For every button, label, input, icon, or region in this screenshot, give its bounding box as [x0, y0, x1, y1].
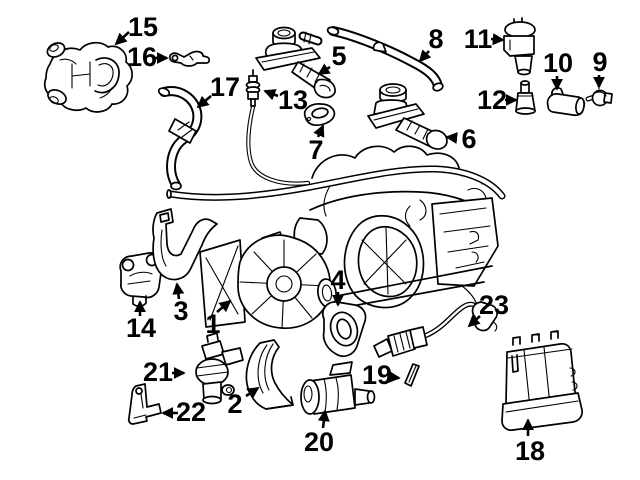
- vent-valve-21: [195, 332, 244, 405]
- callout-label-22: 22: [176, 397, 206, 427]
- callout-arrow-15: [114, 31, 130, 46]
- callout-label-13: 13: [278, 85, 308, 115]
- callout-arrow-23: [467, 314, 481, 328]
- callout-label-6: 6: [461, 124, 476, 154]
- bracket-2: [245, 339, 294, 410]
- secondary-air-pump-1: [199, 231, 337, 329]
- callout-arrow-8: [418, 49, 432, 63]
- callout-label-17: 17: [210, 72, 240, 102]
- damper-4: [322, 301, 367, 357]
- cap-fitting-12: [515, 80, 536, 115]
- vapor-canister-18: [501, 330, 583, 431]
- check-valve-9: [585, 85, 613, 107]
- air-check-valve-6: [367, 83, 448, 150]
- callout-arrow-6: [445, 132, 458, 144]
- crossover-pipe: [166, 165, 506, 201]
- callout-arrow-7: [313, 124, 325, 138]
- bracket-3: [152, 208, 218, 281]
- callout-arrow-2: [245, 386, 260, 399]
- retainer-clip-16: [169, 50, 211, 67]
- vacuum-fitting-13: [245, 69, 261, 107]
- callout-arrow-19: [388, 371, 401, 383]
- gasket-7: [303, 103, 336, 126]
- callout-arrow-1: [216, 299, 232, 313]
- callout-label-9: 9: [592, 47, 607, 77]
- callout-arrows: [114, 31, 605, 436]
- air-hose-8: [326, 26, 444, 92]
- callout-label-20: 20: [304, 427, 334, 457]
- callout-label-18: 18: [515, 436, 545, 466]
- callout-arrow-17: [196, 95, 212, 109]
- air-pump-15: [43, 41, 133, 113]
- callout-arrow-13: [263, 89, 279, 101]
- callout-label-15: 15: [128, 12, 158, 42]
- callout-label-4: 4: [330, 265, 345, 295]
- callout-label-16: 16: [127, 42, 157, 72]
- callout-label-8: 8: [428, 24, 443, 54]
- callout-label-5: 5: [331, 41, 346, 71]
- callout-label-12: 12: [477, 85, 507, 115]
- callout-arrow-20: [317, 409, 330, 429]
- bracket-22: [127, 383, 162, 425]
- elbow-connector-10: [546, 86, 586, 117]
- callout-arrow-3: [172, 282, 185, 300]
- callout-label-1: 1: [205, 309, 220, 339]
- callout-label-21: 21: [143, 357, 173, 387]
- callout-labels: 1 2 3 4 5 6 7 8 9 10 11 12 13 14 15 16 1…: [126, 12, 608, 466]
- callout-label-2: 2: [227, 389, 242, 419]
- callout-arrow-11: [490, 33, 505, 46]
- callout-arrow-5: [317, 63, 331, 76]
- callout-label-23: 23: [479, 290, 509, 320]
- callout-label-19: 19: [362, 360, 392, 390]
- air-check-valve-5: [255, 26, 336, 99]
- callout-label-10: 10: [543, 48, 573, 78]
- vacuum-hose: [246, 104, 311, 186]
- engine-assembly: [293, 145, 499, 311]
- leak-detection-pump-20: [300, 361, 376, 415]
- callout-label-14: 14: [126, 313, 156, 343]
- air-hose-17: [157, 86, 203, 191]
- callout-label-11: 11: [464, 24, 493, 54]
- oxygen-sensor-23: [373, 301, 498, 358]
- solenoid-valve-11: [503, 17, 536, 76]
- callout-label-3: 3: [173, 296, 188, 326]
- pin-19: [404, 363, 420, 387]
- callout-label-7: 7: [308, 135, 323, 165]
